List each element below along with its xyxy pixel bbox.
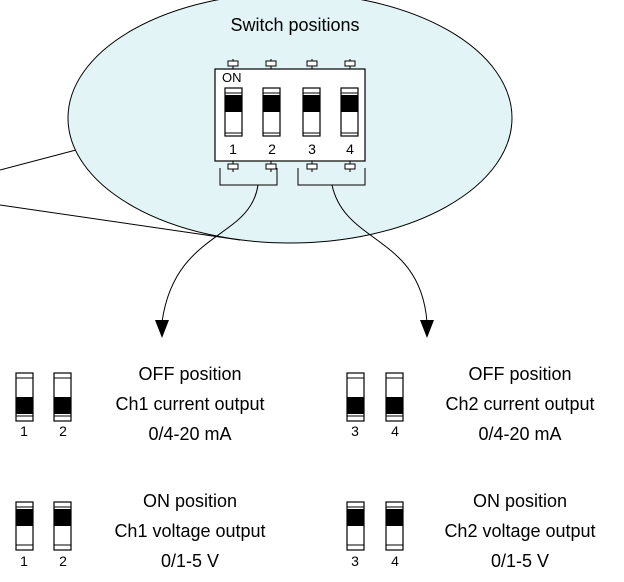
- ch1-off-position-label: OFF position: [138, 364, 241, 384]
- ch2-on-switch-number-4: 4: [391, 553, 399, 569]
- bracket-switches-1-2: [219, 168, 278, 186]
- ch1-on-position-label: ON position: [143, 491, 237, 511]
- ch2-off-switches: [346, 372, 404, 422]
- dip-switch-3: [302, 87, 321, 137]
- ch2-on-range-label: 0/1-5 V: [491, 551, 549, 571]
- dip-switch-4: [340, 87, 359, 137]
- arrow-to-ch1: [161, 184, 259, 323]
- ch1-off-range-label: 0/4-20 mA: [148, 424, 231, 444]
- dip-switch-1: [224, 87, 243, 137]
- dip-switch-2: [262, 87, 281, 137]
- ch2-on-output-label: Ch2 voltage output: [444, 521, 595, 541]
- callout-leader-line: [0, 204, 241, 241]
- ch2-off-switch-number-4: 4: [391, 423, 399, 439]
- ch2-off-position-label: OFF position: [468, 364, 571, 384]
- ch1-off-switch-number-2: 2: [59, 423, 67, 439]
- ch1-off-output-label: Ch1 current output: [115, 394, 264, 414]
- switch-positions-title: Switch positions: [230, 15, 359, 35]
- ch1-off-switches: [15, 372, 72, 422]
- ch2-on-switches: [346, 501, 404, 551]
- ch2-off-output-label: Ch2 current output: [445, 394, 594, 414]
- ch2-off-switch-number-3: 3: [351, 423, 359, 439]
- on-label: ON: [222, 70, 242, 85]
- ch1-on-output-label: Ch1 voltage output: [114, 521, 265, 541]
- arrow-head-ch1: [155, 320, 169, 338]
- ch2-on-position-label: ON position: [473, 491, 567, 511]
- switch-number-3: 3: [308, 141, 316, 157]
- arrow-head-ch2: [420, 320, 434, 338]
- ch1-off-switch-number-1: 1: [20, 423, 28, 439]
- ch2-on-switch-number-3: 3: [351, 553, 359, 569]
- arrow-to-ch2: [331, 184, 428, 323]
- ch1-on-range-label: 0/1-5 V: [161, 551, 219, 571]
- ch1-on-switches: [15, 501, 72, 551]
- dip-top-pins: [227, 59, 356, 69]
- dip-bottom-pins: [227, 161, 356, 172]
- bracket-switches-3-4: [297, 168, 366, 186]
- switch-number-2: 2: [268, 141, 276, 157]
- ch1-on-switch-number-1: 1: [20, 553, 28, 569]
- ch1-on-switch-number-2: 2: [59, 553, 67, 569]
- ch2-off-range-label: 0/4-20 mA: [478, 424, 561, 444]
- switch-number-4: 4: [346, 141, 354, 157]
- switch-number-1: 1: [229, 141, 237, 157]
